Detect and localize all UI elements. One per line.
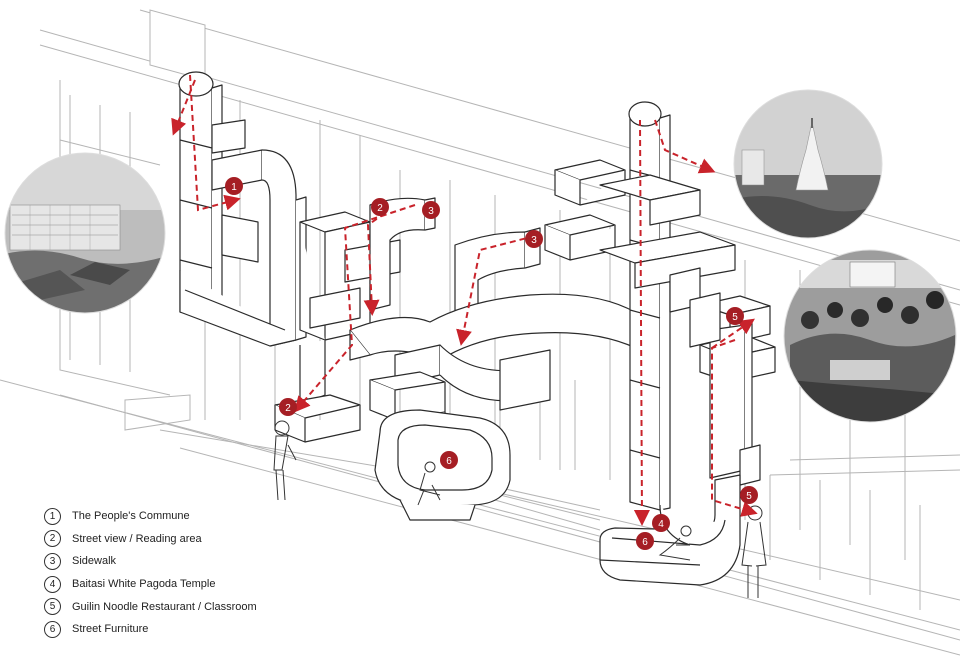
- svg-text:3: 3: [531, 235, 537, 246]
- svg-text:3: 3: [428, 206, 434, 217]
- legend-label: Guilin Noodle Restaurant / Classroom: [72, 600, 257, 613]
- legend-label: Street Furniture: [72, 623, 149, 636]
- svg-text:2: 2: [285, 403, 291, 414]
- legend-item: 2 Street view / Reading area: [44, 528, 257, 551]
- legend-number: 3: [44, 552, 61, 570]
- photo-classroom: [784, 250, 956, 422]
- marker-6-seat: 6: [636, 532, 654, 550]
- svg-text:6: 6: [642, 537, 648, 548]
- legend-label: The People's Commune: [72, 510, 190, 523]
- marker-1: 1: [225, 177, 243, 195]
- legend-number: 1: [44, 507, 61, 525]
- svg-text:6: 6: [446, 456, 452, 467]
- legend: 1 The People's Commune 2 Street view / R…: [44, 505, 257, 641]
- legend-item: 6 Street Furniture: [44, 618, 257, 641]
- legend-number: 2: [44, 530, 61, 548]
- photo-white-pagoda: [734, 90, 882, 238]
- legend-label: Sidewalk: [72, 555, 117, 568]
- marker-5-upper: 5: [726, 307, 744, 325]
- svg-text:1: 1: [231, 182, 237, 193]
- photo-peoples-commune: [5, 153, 165, 313]
- marker-3-upper: 3: [422, 201, 440, 219]
- legend-number: 5: [44, 598, 61, 616]
- marker-2-lower: 2: [279, 398, 297, 416]
- marker-6-ring: 6: [440, 451, 458, 469]
- modular-structure: [178, 71, 776, 586]
- legend-item: 5 Guilin Noodle Restaurant / Classroom: [44, 595, 257, 618]
- svg-text:2: 2: [377, 203, 383, 214]
- legend-item: 3 Sidewalk: [44, 550, 257, 573]
- svg-text:5: 5: [732, 312, 738, 323]
- svg-text:4: 4: [658, 519, 664, 530]
- legend-item: 1 The People's Commune: [44, 505, 257, 528]
- marker-3-middle: 3: [525, 230, 543, 248]
- marker-5-lower: 5: [740, 486, 758, 504]
- marker-4: 4: [652, 514, 670, 532]
- legend-number: 4: [44, 575, 61, 593]
- legend-number: 6: [44, 620, 61, 638]
- legend-item: 4 Baitasi White Pagoda Temple: [44, 573, 257, 596]
- route-paths: [171, 74, 758, 526]
- route-markers: 1 2 3 3 2 5 6 5 4 6: [225, 177, 758, 550]
- svg-text:5: 5: [746, 491, 752, 502]
- legend-label: Street view / Reading area: [72, 532, 202, 545]
- legend-label: Baitasi White Pagoda Temple: [72, 578, 216, 591]
- marker-2-upper: 2: [371, 198, 389, 216]
